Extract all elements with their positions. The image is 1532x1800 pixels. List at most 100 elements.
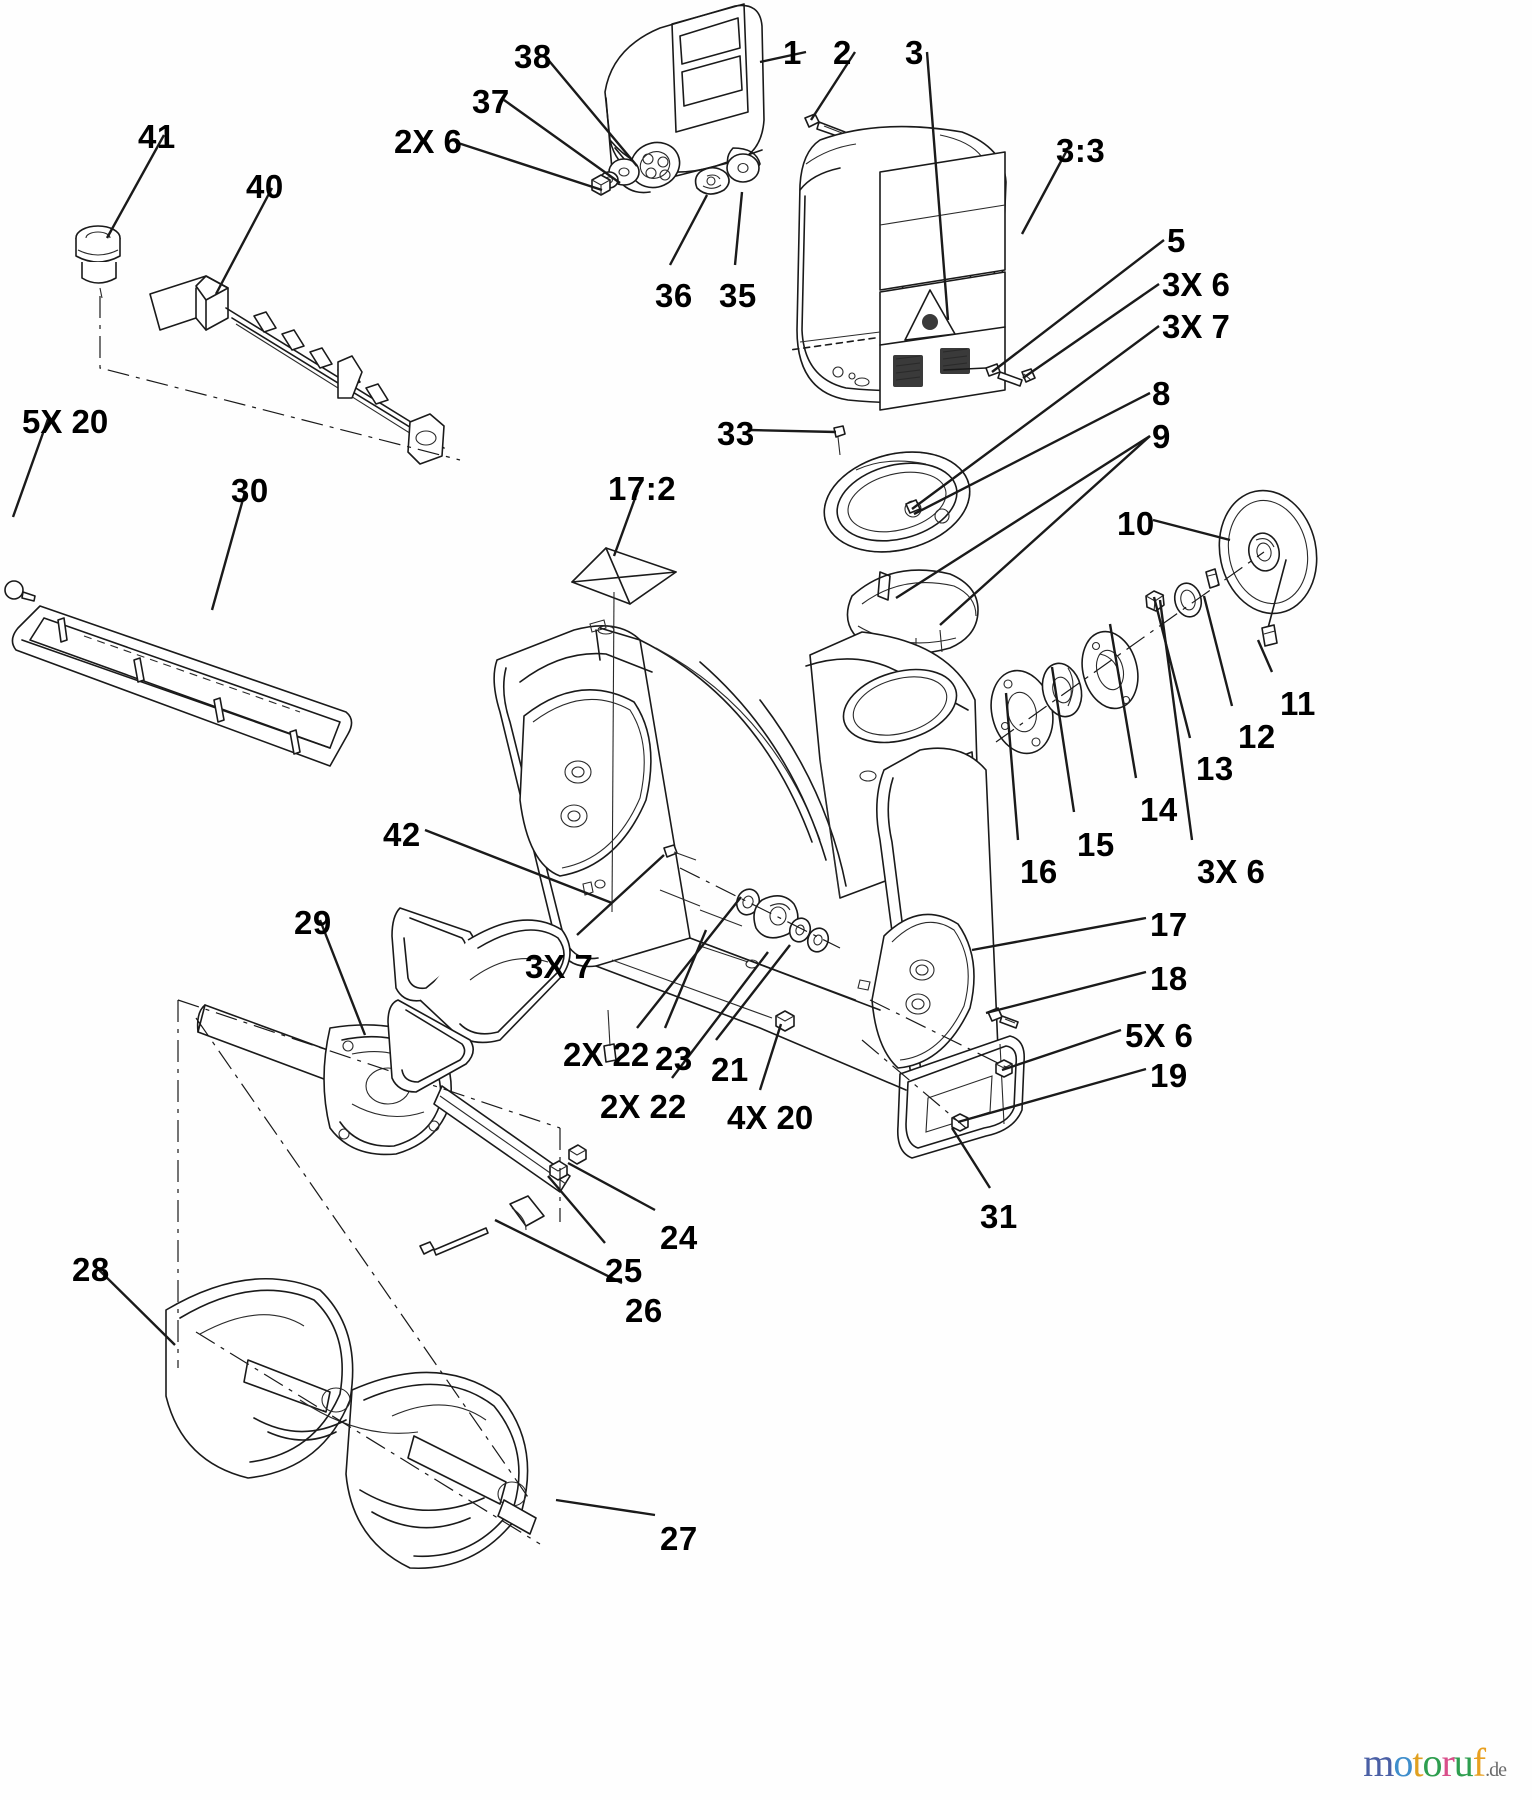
leader-line-12	[668, 194, 709, 266]
hardware-cluster-21-22-23	[659, 867, 841, 1032]
callout-29: 29	[294, 904, 332, 941]
callout-30: 30	[231, 472, 269, 509]
watermark-letter-o2: o	[1422, 1740, 1442, 1785]
leader-line-2	[925, 51, 950, 321]
callout-37: 37	[472, 83, 510, 120]
callout-36: 36	[655, 277, 693, 314]
callout-5: 5	[1167, 222, 1186, 259]
leader-lines	[11, 50, 1274, 1517]
callout-16: 16	[1020, 853, 1058, 890]
leader-line-1	[809, 51, 857, 121]
callout-40: 40	[246, 168, 284, 205]
leader-line-26	[1050, 666, 1076, 813]
screw-33	[833, 425, 846, 456]
callout-28: 28	[72, 1251, 110, 1288]
callout-15: 15	[1077, 826, 1115, 863]
watermark-letter-f: f	[1472, 1740, 1486, 1785]
callout-1: 1	[783, 34, 802, 71]
callout-25: 25	[605, 1252, 643, 1289]
callout-3x-7: 3X 7	[1162, 308, 1230, 345]
auger-gearbox-assembly	[165, 999, 587, 1570]
leader-line-39	[671, 951, 769, 1079]
watermark-letter-t: t	[1412, 1740, 1423, 1785]
watermark-letter-m: m	[1363, 1740, 1394, 1785]
callout-38: 38	[514, 38, 552, 75]
auger-housing-part-17	[493, 547, 1026, 1159]
leader-line-11	[911, 325, 1160, 510]
callout-2x-22: 2X 22	[600, 1088, 687, 1125]
callout-14: 14	[1140, 791, 1178, 828]
callout-8: 8	[1152, 375, 1171, 412]
callout-19: 19	[1150, 1057, 1188, 1094]
leader-line-10	[1022, 283, 1160, 379]
clip-36-washer-35	[694, 153, 760, 195]
watermark-letter-r: r	[1441, 1740, 1454, 1785]
leader-line-17	[11, 418, 50, 518]
callout-5x-20: 5X 20	[22, 403, 109, 440]
callout-21: 21	[711, 1051, 749, 1088]
bolt-42	[603, 1009, 617, 1063]
leader-line-40	[758, 1023, 783, 1091]
leader-line-45	[94, 1265, 176, 1346]
callout-3: 3	[905, 34, 924, 71]
leader-line-37	[636, 896, 742, 1029]
bolt-3x7	[663, 844, 697, 861]
leader-line-14	[913, 391, 1151, 516]
watermark-suffix: .de	[1485, 1759, 1507, 1781]
leader-line-42	[567, 1161, 656, 1212]
callout-2: 2	[833, 34, 852, 71]
leader-line-41	[950, 1127, 992, 1189]
leader-line-25	[1108, 623, 1138, 779]
leader-line-29	[424, 828, 613, 905]
leader-line-15	[895, 434, 1151, 600]
callout-42: 42	[383, 816, 421, 853]
leader-line-34	[1001, 1028, 1122, 1072]
chute-crank-40-41	[75, 225, 461, 465]
leader-line-13	[733, 191, 744, 266]
leader-line-30	[971, 916, 1147, 952]
callout-35: 35	[719, 277, 757, 314]
callout-41: 41	[138, 118, 176, 155]
decal-3-3	[789, 151, 1006, 411]
leader-line-33	[576, 854, 665, 936]
leader-line-6	[1020, 151, 1068, 235]
leader-line-44	[494, 1218, 623, 1285]
callout-3x-6: 3X 6	[1197, 853, 1265, 890]
leader-line-20	[612, 489, 640, 557]
leader-line-9	[991, 239, 1165, 373]
callout-12: 12	[1238, 718, 1276, 755]
watermark-letter-o1: o	[1393, 1740, 1413, 1785]
callout-5x-6: 5X 6	[1125, 1017, 1193, 1054]
leader-line-43	[547, 1175, 606, 1244]
callout-2x-6: 2X 6	[394, 123, 462, 160]
leader-line-0	[759, 50, 807, 64]
housing-left-blades	[387, 907, 571, 1093]
callout-18: 18	[1150, 960, 1188, 997]
leader-line-32	[318, 919, 367, 1036]
leader-line-3	[544, 55, 638, 167]
leader-line-5	[454, 140, 603, 192]
leader-line-19	[749, 428, 837, 434]
leader-line-36	[663, 929, 708, 1029]
leader-line-28	[1158, 599, 1194, 841]
callout-24: 24	[660, 1219, 698, 1256]
leader-line-4	[503, 99, 621, 184]
callout-26: 26	[625, 1292, 663, 1329]
leader-line-27	[1004, 692, 1020, 841]
callout-17: 17	[1150, 906, 1188, 943]
callout-3x-6: 3X 6	[1162, 266, 1230, 303]
callout-13: 13	[1196, 750, 1234, 787]
callout-23: 23	[655, 1040, 693, 1077]
callout-3x-7: 3X 7	[525, 948, 593, 985]
leader-line-31	[985, 970, 1147, 1015]
chute-band-part-9	[846, 569, 979, 658]
leader-line-22	[1256, 639, 1274, 673]
leader-line-7	[105, 134, 166, 239]
callout-11: 11	[1280, 685, 1316, 722]
callout-31: 31	[980, 1198, 1018, 1235]
leader-line-23	[1202, 595, 1234, 707]
leader-line-18	[210, 491, 247, 611]
leader-line-21	[1152, 518, 1231, 542]
